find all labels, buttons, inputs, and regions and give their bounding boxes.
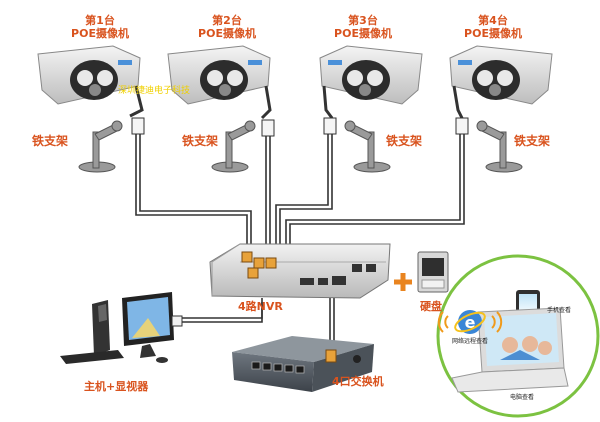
- hard-disk: [417, 251, 449, 293]
- camera-4-type: POE摄像机: [464, 27, 522, 40]
- rj45-plugs: [131, 117, 469, 137]
- bracket-3-label: 铁支架: [386, 134, 423, 148]
- wifi-icon: [437, 311, 503, 333]
- bracket-1-label: 铁支架: [32, 134, 69, 148]
- bracket-4-label: 铁支架: [514, 134, 551, 148]
- camera-4-number: 第4台: [478, 14, 508, 27]
- internet-explorer-icon: e: [454, 310, 486, 334]
- camera-cables: [135, 118, 465, 352]
- camera-1-number: 第1台: [85, 14, 115, 27]
- bracket-2-label: 铁支架: [182, 134, 219, 148]
- camera-4: [449, 45, 553, 119]
- camera-2-title: 第2台 POE摄像机: [182, 14, 272, 40]
- web-remote-label: 网络远程查看: [452, 338, 489, 345]
- watermark: 深圳捷迪电子科技: [118, 86, 191, 96]
- camera-1-title: 第1台 POE摄像机: [55, 14, 145, 40]
- camera-2: [167, 45, 272, 120]
- bracket-4: [476, 120, 523, 173]
- laptop: [451, 307, 569, 393]
- phone-label: 手机查看: [547, 307, 572, 314]
- camera-3: [319, 45, 423, 119]
- camera-3-type: POE摄像机: [334, 27, 392, 40]
- nvr-box: [209, 243, 391, 299]
- camera-2-number: 第2台: [212, 14, 242, 27]
- network-switch: [232, 336, 374, 392]
- camera-2-type: POE摄像机: [198, 27, 256, 40]
- camera-1: [37, 45, 144, 118]
- pc-and-monitor: [60, 292, 183, 364]
- cable-cam3: [275, 118, 329, 258]
- remote-view-circle: e: [436, 254, 600, 418]
- bracket-3: [344, 120, 391, 173]
- nvr-label: 4路NVR: [238, 300, 283, 313]
- cable-cam1: [135, 118, 248, 258]
- laptop-label: 电脑查看: [510, 394, 535, 401]
- cable-cam4: [285, 118, 461, 258]
- pc-label: 主机+显视器: [84, 380, 149, 393]
- camera-4-title: 第4台 POE摄像机: [448, 14, 538, 40]
- camera-1-type: POE摄像机: [71, 27, 129, 40]
- camera-3-number: 第3台: [348, 14, 378, 27]
- bracket-1: [78, 120, 123, 173]
- hdd-label: 硬盘: [420, 300, 442, 313]
- bracket-2: [211, 120, 256, 173]
- camera-3-title: 第3台 POE摄像机: [318, 14, 408, 40]
- switch-label: 4口交换机: [332, 375, 384, 388]
- plus-sign: [394, 273, 412, 291]
- svg-text:e: e: [465, 313, 476, 332]
